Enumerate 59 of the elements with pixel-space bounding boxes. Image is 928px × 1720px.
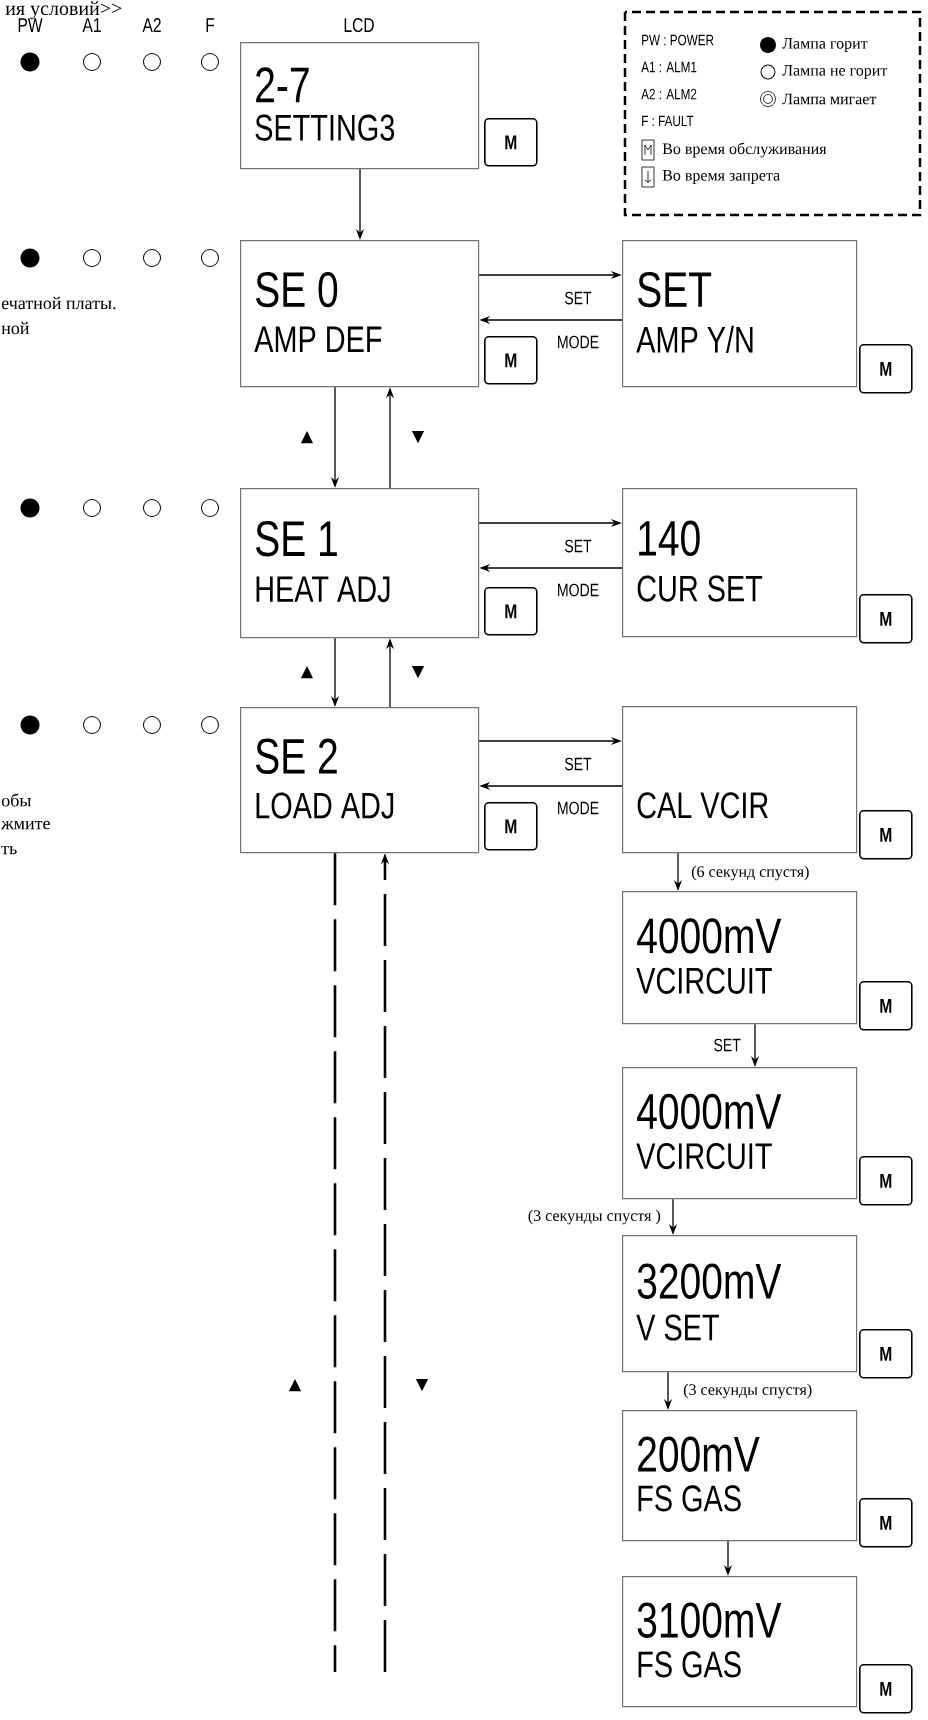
edge-label: ▼ bbox=[414, 1377, 430, 1393]
text-label: A1 bbox=[82, 18, 101, 32]
edge-label: MODE bbox=[555, 800, 601, 816]
edge-label: ▼ bbox=[410, 429, 426, 445]
text-label: A1 : ALM1 bbox=[641, 61, 697, 73]
text-label: A2 bbox=[142, 18, 161, 32]
edge-label: SET bbox=[563, 538, 593, 554]
column-heading: LCD bbox=[344, 17, 374, 33]
lcd-display: 140 CUR SET bbox=[622, 488, 858, 638]
lcd-display: SET AMP Y/N bbox=[622, 240, 858, 388]
edge-label: ▲ bbox=[299, 429, 315, 445]
mode-key: M bbox=[859, 1156, 913, 1206]
legend-text: Лампа не горит bbox=[782, 65, 888, 79]
lcd-display: CAL VCIR bbox=[622, 706, 858, 854]
lcd-display: SE 2 LOAD ADJ bbox=[240, 707, 480, 854]
edge-label: (3 секунды спустя) bbox=[682, 1382, 814, 1400]
mode-key: M bbox=[859, 1664, 913, 1714]
mode-key: M bbox=[484, 587, 538, 636]
mode-key: M bbox=[859, 1498, 913, 1548]
edge-label: MODE bbox=[555, 582, 601, 598]
text-label: обы bbox=[1, 793, 32, 807]
lcd-display: 200mV FS GAS bbox=[622, 1410, 858, 1542]
edge-label: (6 секунд спустя) bbox=[690, 864, 811, 882]
edge-label: ▲ bbox=[287, 1377, 303, 1393]
legend-text: Во время обслуживания bbox=[662, 142, 827, 158]
mode-key: M bbox=[859, 810, 913, 860]
lcd-display: 3200mV V SET bbox=[622, 1235, 858, 1373]
edge-label: ▼ bbox=[410, 664, 426, 680]
edge-label: (3 секунды спустя ) bbox=[526, 1208, 662, 1226]
mode-key: M bbox=[859, 344, 913, 394]
text-label: ечатной платы. bbox=[1, 296, 116, 310]
edge-label: SET bbox=[563, 756, 593, 772]
text-label: F : FAULT bbox=[642, 115, 694, 127]
legend-text: Во время запрета bbox=[662, 170, 780, 184]
legend-text: Лампа горит bbox=[782, 38, 868, 52]
mode-key: M bbox=[859, 981, 913, 1031]
mode-key: M bbox=[484, 802, 538, 851]
edge-label: SET bbox=[712, 1037, 742, 1053]
edge-label: ▲ bbox=[299, 664, 315, 680]
text-label: жмите bbox=[1, 820, 50, 830]
text-label: PW : POWER bbox=[642, 34, 714, 46]
lcd-display: 4000mV VCIRCUIT bbox=[622, 891, 858, 1025]
mode-key: M bbox=[859, 1329, 913, 1379]
text-label: A2 : ALM2 bbox=[641, 88, 697, 100]
lcd-display: 2-7 SETTING3 bbox=[240, 42, 480, 170]
lcd-display: SE 0 AMP DEF bbox=[240, 240, 480, 388]
text-label: F bbox=[206, 18, 215, 32]
lcd-display: 3100mV FS GAS bbox=[622, 1576, 858, 1708]
edge-label: MODE bbox=[555, 334, 601, 350]
text-label: ной bbox=[1, 321, 30, 335]
lcd-display: SE 1 HEAT ADJ bbox=[240, 488, 480, 639]
text-label: PW bbox=[18, 18, 43, 32]
text-label: ть bbox=[1, 845, 17, 855]
legend-text: Лампа мигает bbox=[782, 93, 877, 105]
mode-key: M bbox=[484, 118, 538, 167]
edge-label: SET bbox=[563, 290, 593, 306]
lcd-display: 4000mV VCIRCUIT bbox=[622, 1067, 858, 1200]
mode-key: M bbox=[484, 336, 538, 385]
mode-key: M bbox=[859, 594, 913, 644]
